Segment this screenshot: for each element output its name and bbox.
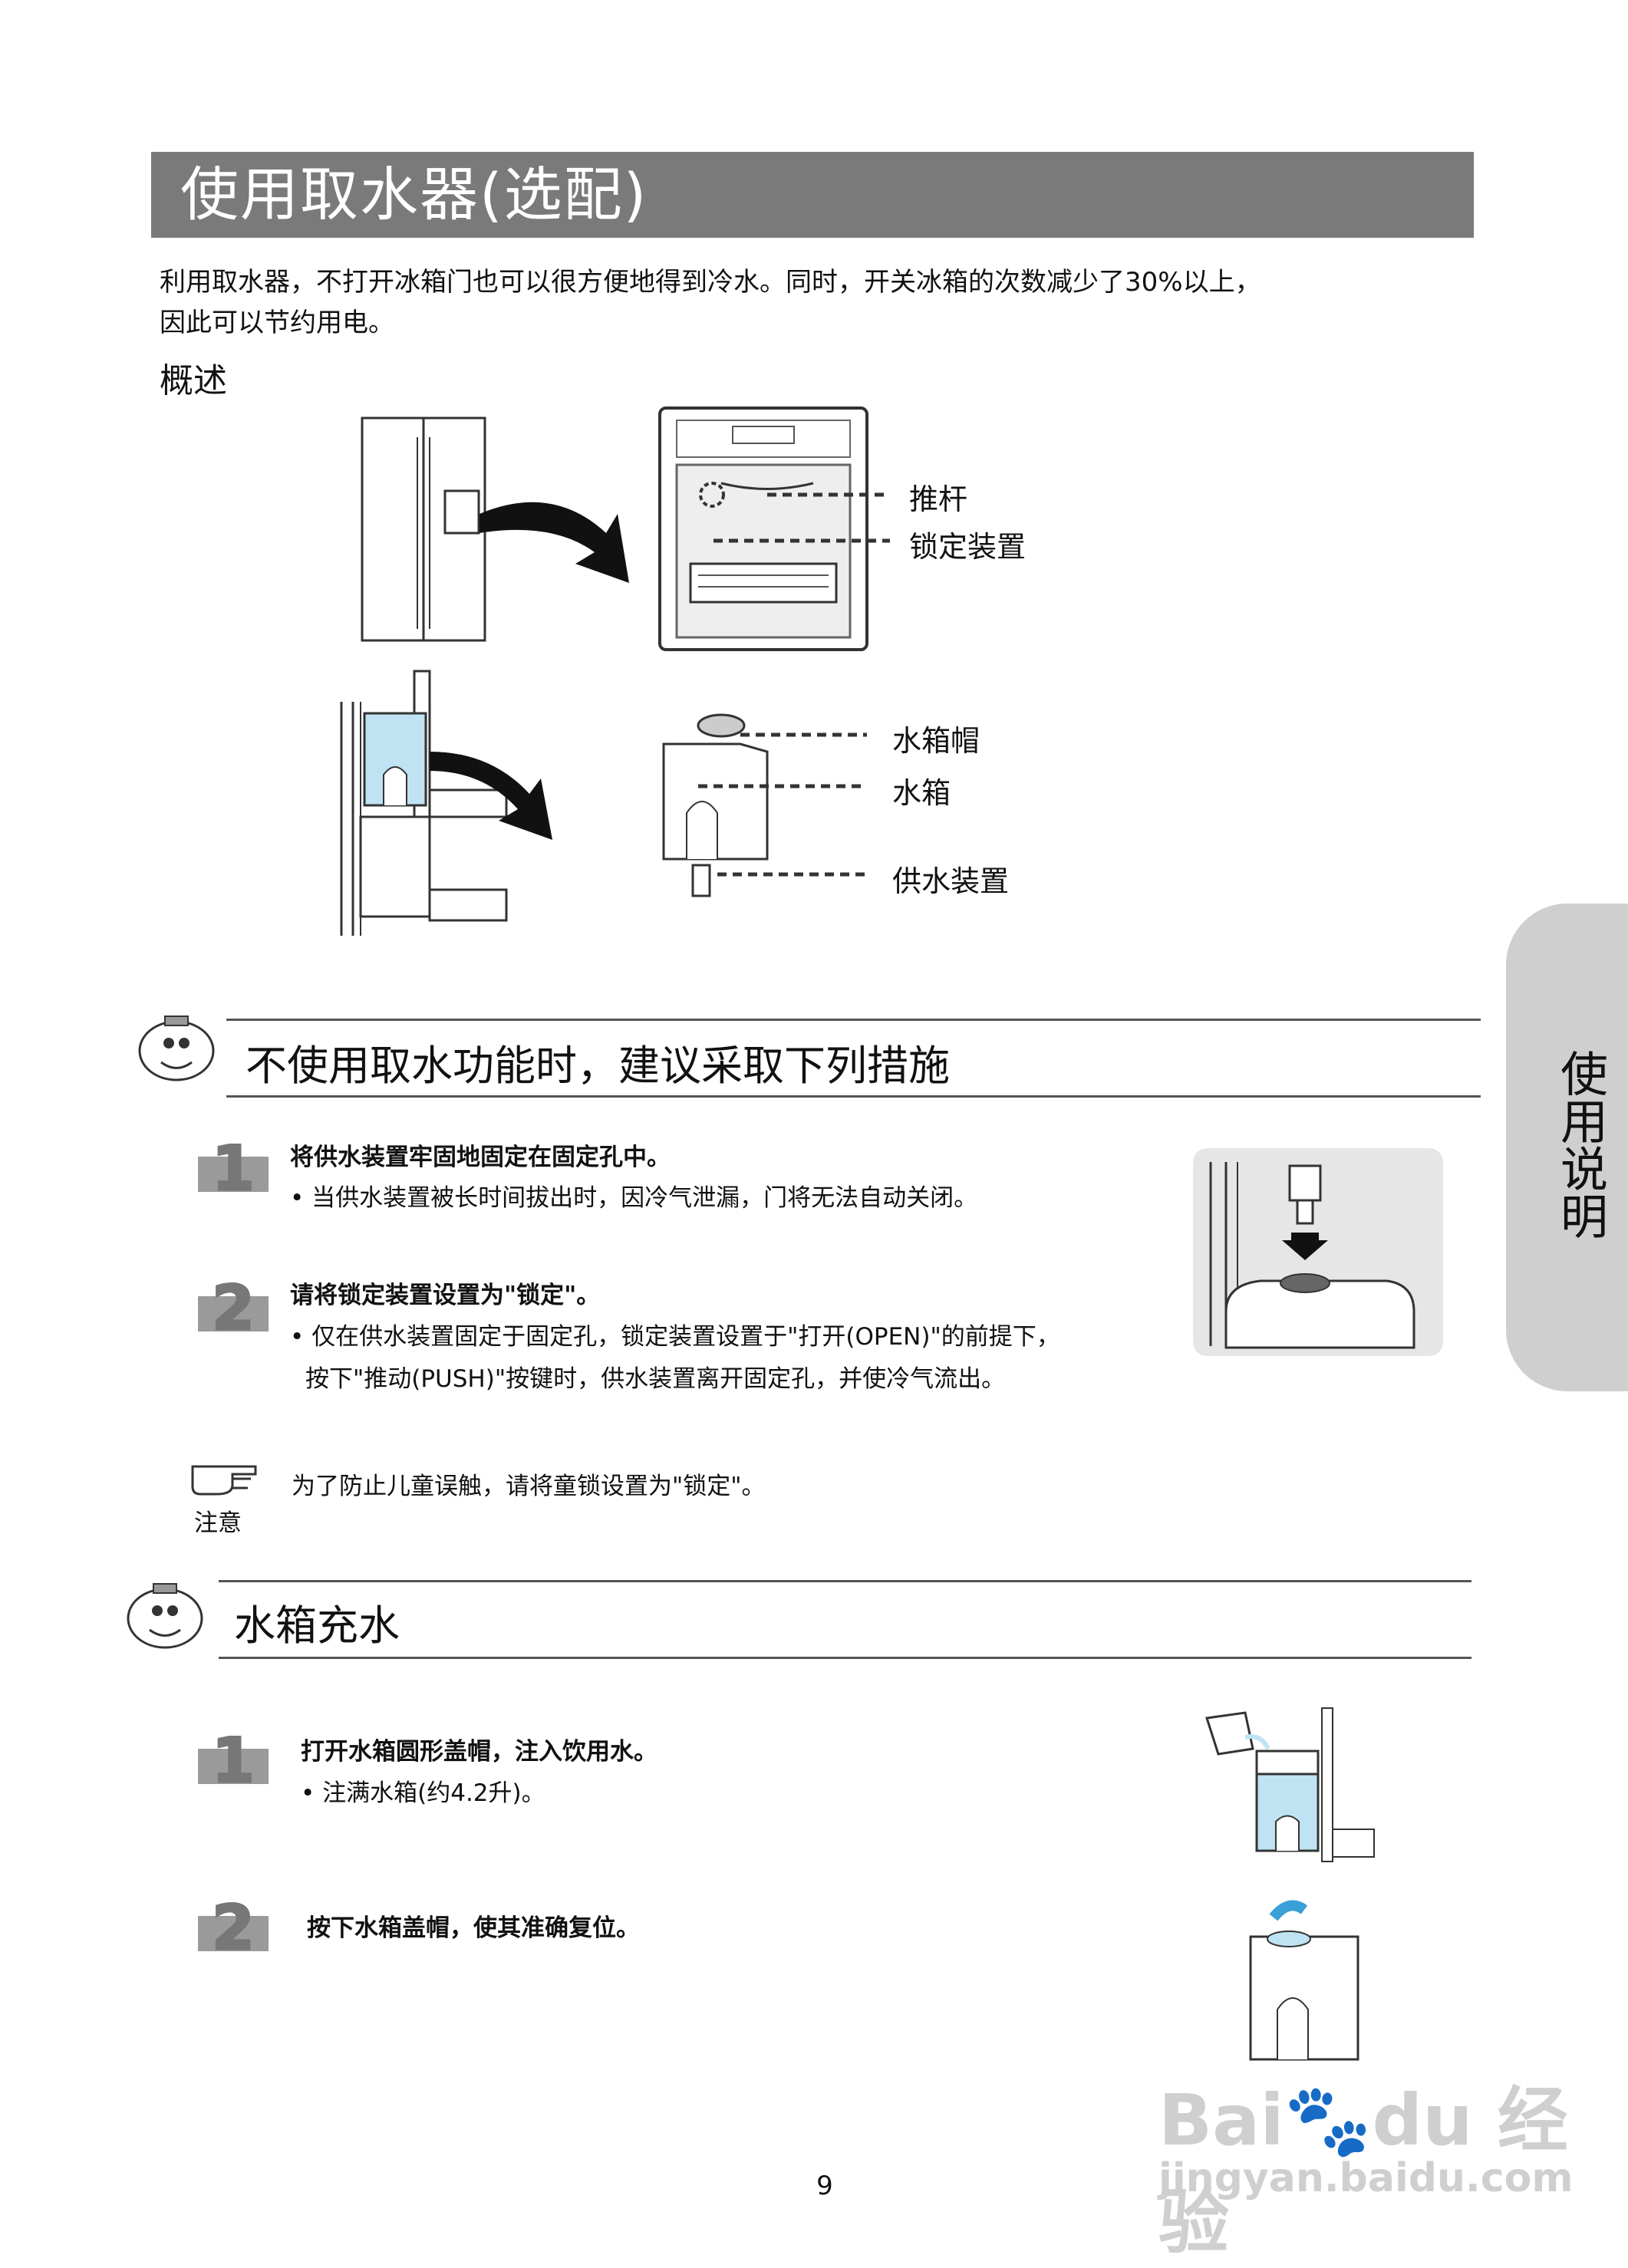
intro-text: 利用取水器，不打开冰箱门也可以很方便地得到冷水。同时，开关冰箱的次数减少了30%… [160, 262, 1464, 344]
watermark-logo: Bai🐾du 经验 [1158, 2079, 1568, 2263]
section2-top-rule [219, 1580, 1471, 1582]
side-tab-label: 使用说明 [1552, 1049, 1608, 1239]
section2-title: 水箱充水 [234, 1601, 400, 1650]
section2-step2-main: 按下水箱盖帽，使其准确复位。 [307, 1914, 640, 1942]
supply-device-illustration [1193, 1148, 1443, 1356]
section2-bottom-rule [219, 1657, 1471, 1659]
step-number-badge: 2 [198, 1272, 269, 1345]
intro-line-2: 因此可以节约用电。 [160, 308, 394, 338]
section1-step2-main: 请将锁定装置设置为"锁定"。 [290, 1282, 601, 1309]
side-tab: 使用说明 [1506, 904, 1628, 1391]
section2-step1-bullet: • 注满水箱(约4.2升)。 [301, 1779, 545, 1807]
fridge-dispenser-illustration [361, 407, 890, 651]
water-tank-illustration [340, 670, 867, 936]
step-number-badge: 2 [198, 1891, 269, 1964]
callout-tank-cap: 水箱帽 [892, 724, 980, 758]
mascot-icon [127, 1583, 203, 1649]
callout-lock: 锁定装置 [909, 530, 1027, 564]
pointing-hand-icon [191, 1465, 257, 1496]
section2-step1-main: 打开水箱圆形盖帽，注入饮用水。 [301, 1738, 657, 1766]
callout-tank: 水箱 [892, 776, 951, 810]
section1-step2-bullet1: • 仅在供水装置固定于固定孔，锁定装置设置于"打开(OPEN)"的前提下， [290, 1323, 1060, 1351]
step-number-badge: 1 [198, 1724, 269, 1797]
page-number: 9 [816, 2171, 833, 2201]
page-title: 使用取水器(选配) [151, 152, 1474, 238]
step-number-badge: 1 [198, 1132, 269, 1205]
note-text: 为了防止儿童误触，请将童锁设置为"锁定"。 [292, 1473, 766, 1500]
section1-top-rule [226, 1019, 1481, 1021]
section1-step1-main: 将供水装置牢固地固定在固定孔中。 [290, 1144, 671, 1171]
watermark-url: jingyan.baidu.com [1158, 2155, 1574, 2201]
overview-heading: 概述 [160, 361, 227, 400]
section1-bottom-rule [226, 1095, 1481, 1098]
pour-water-illustration [1205, 1707, 1375, 1862]
mascot-icon [138, 1015, 215, 1081]
intro-line-1: 利用取水器，不打开冰箱门也可以很方便地得到冷水。同时，开关冰箱的次数减少了30%… [160, 267, 1261, 298]
callout-supply: 供水装置 [892, 864, 1010, 898]
callout-lever: 推杆 [909, 482, 968, 516]
section1-title: 不使用取水功能时，建议采取下列措施 [246, 1042, 950, 1090]
note-label: 注意 [194, 1509, 242, 1537]
press-cap-illustration [1249, 1900, 1359, 2061]
section1-step1-bullet: • 当供水装置被长时间拔出时，因冷气泄漏，门将无法自动关闭。 [290, 1184, 978, 1212]
section1-step2-bullet2: 按下"推动(PUSH)"按键时，供水装置离开固定孔，并使冷气流出。 [305, 1365, 1006, 1393]
